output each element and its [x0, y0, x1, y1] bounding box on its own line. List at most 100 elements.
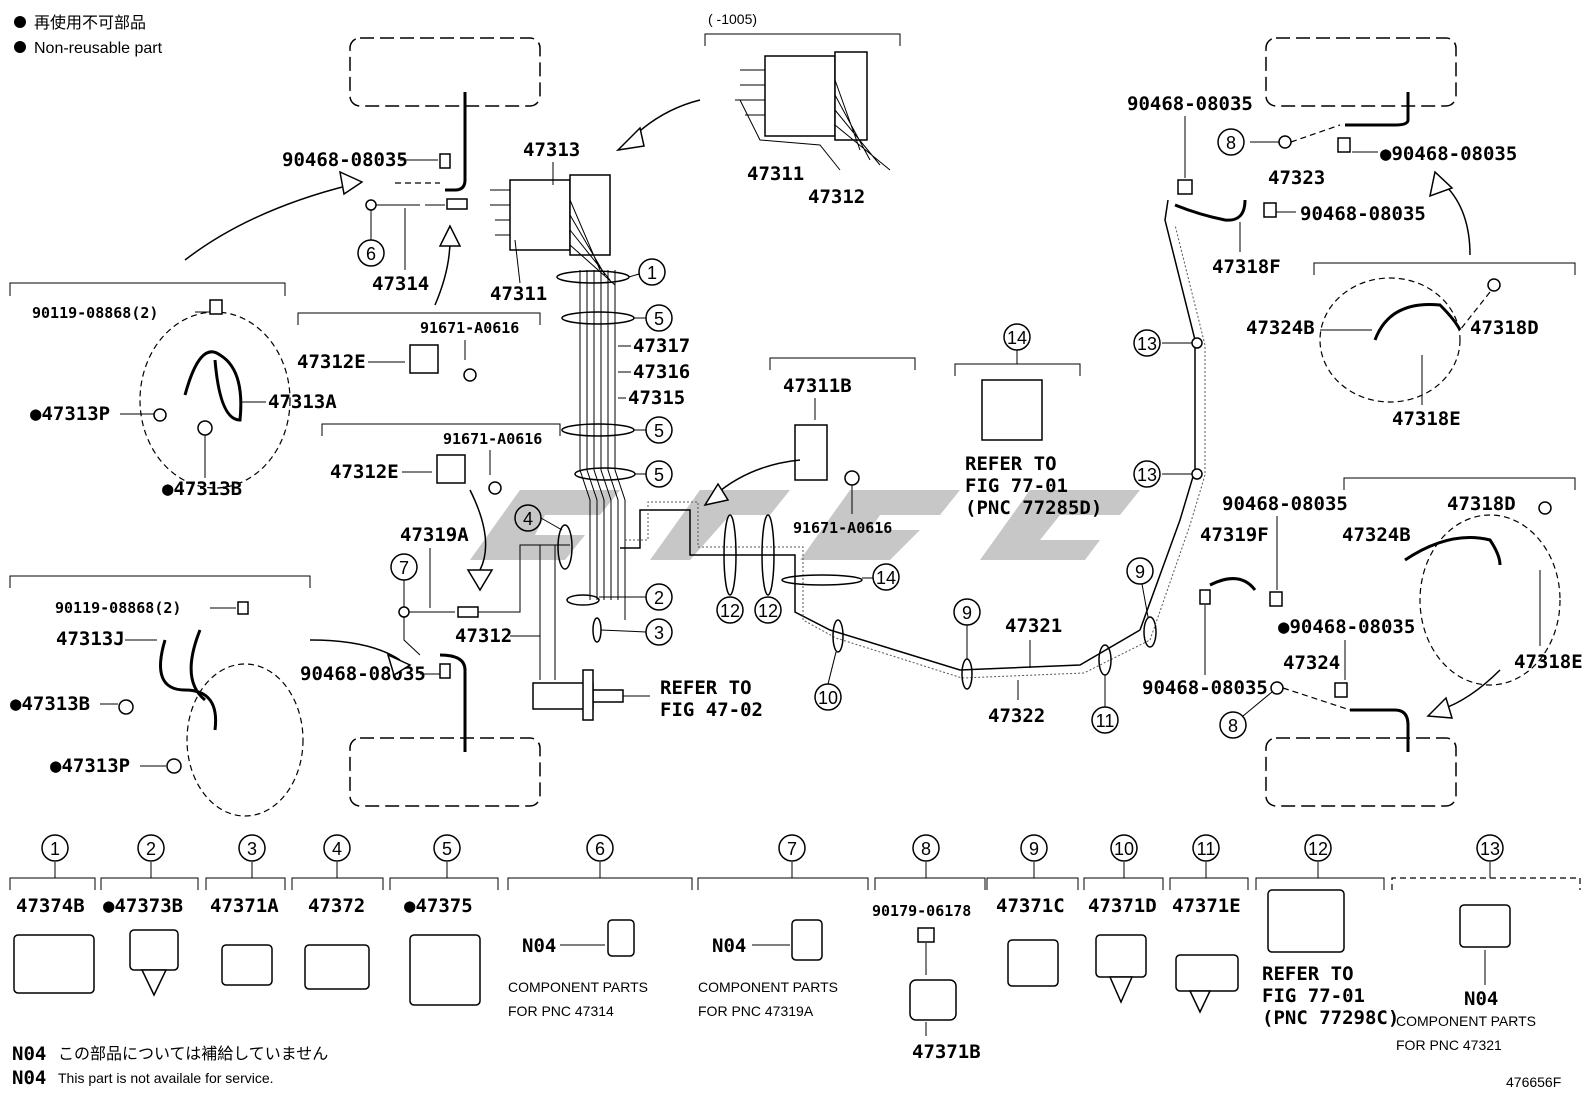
rear-right-tube: [1350, 708, 1410, 752]
bottom-pn-5: ●47375: [404, 895, 473, 917]
label-47313: 47313: [523, 139, 580, 161]
bottom-note-7b: FOR PNC 47319A: [698, 1003, 814, 1019]
callout-2: 2: [654, 588, 664, 608]
clamp-2: [566, 594, 600, 606]
bottom-callout-2: 2: [146, 839, 156, 859]
callout-13a: 13: [1137, 334, 1157, 354]
bottom-pn-10: 47371D: [1088, 895, 1157, 917]
footer: N04 この部品については補給していません N04 This part is n…: [12, 1043, 1561, 1090]
label-47313P-b: ●47313P: [50, 755, 130, 777]
label-90468-rr-a: 90468-08035: [1222, 493, 1348, 515]
clip-47375-drawing: [409, 934, 481, 1006]
label-47313B-b: ●47313B: [10, 693, 90, 715]
clamp-12a: [723, 514, 737, 596]
bottom-note-13a: COMPONENT PARTS: [1396, 1013, 1536, 1029]
bottom-note-12b: (PNC 77298C): [1262, 1007, 1399, 1029]
nut-90179-drawing: [917, 927, 935, 943]
front-left-tube: [445, 92, 467, 192]
hose-detail-ring-c: [1319, 277, 1461, 403]
legend-jp: 再使用不可部品: [34, 14, 146, 32]
bottom-callout-6: 6: [595, 839, 605, 859]
callout-13b-node: [1191, 468, 1203, 480]
callout-4: 4: [523, 509, 533, 529]
bottom-callout-11: 11: [1197, 839, 1216, 859]
hose-detail-ring-b: [186, 663, 304, 817]
label-47313B-a: ●47313B: [162, 478, 242, 500]
callout-14: 14: [876, 568, 896, 588]
clip-47319A-comp-drawing: [791, 919, 823, 961]
clamp-14-detail: [981, 379, 1043, 441]
callout-7-node: [398, 606, 410, 618]
bottom-note-7a: COMPONENT PARTS: [698, 979, 838, 995]
label-47312E-b: 47312E: [330, 461, 399, 483]
label-47316: 47316: [633, 361, 690, 383]
label-47313J: 47313J: [56, 628, 125, 650]
bottom-callout-12: 12: [1308, 839, 1328, 859]
master-cylinder: [532, 669, 650, 721]
refer-77-01a-line3: (PNC 77285D): [965, 497, 1102, 519]
label-90119-b: 90119-08868(2): [55, 599, 181, 617]
refer-fig-47-02-line1: REFER TO: [660, 677, 752, 699]
callout-12b: 12: [758, 601, 778, 621]
callout-8a: 8: [1226, 133, 1236, 153]
clamp-1: [556, 270, 630, 284]
label-47318E-b: 47318E: [1514, 651, 1583, 673]
label-47315: 47315: [628, 387, 685, 409]
label-90119-a: 90119-08868(2): [32, 304, 158, 322]
clip-47371A-drawing: [221, 944, 273, 986]
bullet-icon: [14, 41, 26, 53]
clamp-5a: [561, 311, 635, 325]
label-47318F: 47318F: [1212, 256, 1281, 278]
abs-actuator-inset: [735, 51, 891, 171]
clamp-5c: [574, 467, 636, 481]
clip-47371C-drawing: [1007, 939, 1059, 987]
bottom-callout-10: 10: [1114, 839, 1134, 859]
label-90468-fr-b: ●90468-08035: [1380, 143, 1517, 165]
clamp-9: [961, 658, 973, 690]
bottom-pn-2: ●47373B: [103, 895, 183, 917]
bottom-callout-7: 7: [787, 839, 797, 859]
clamp-10: [832, 619, 844, 653]
clip-47371D-drawing: [1095, 934, 1147, 978]
callout-6: 6: [366, 244, 376, 264]
label-47321: 47321: [1005, 615, 1062, 637]
callout-5c: 5: [654, 465, 664, 485]
clamp-5b: [561, 423, 635, 437]
callout-6-node: [365, 199, 377, 211]
brake-line-bundle: [579, 270, 626, 620]
bottom-pn-11: 47371E: [1172, 895, 1241, 917]
front-right-tube: [1345, 92, 1410, 127]
refer-fig-47-02-line2: FIG 47-02: [660, 699, 763, 721]
footer-n04-en-text: This part is not availale for service.: [58, 1070, 274, 1086]
clip-47371E-drawing: [1175, 954, 1239, 992]
bottom-callout-1: 1: [50, 839, 60, 859]
bottom-callout-5: 5: [442, 839, 452, 859]
callout-10: 10: [818, 688, 838, 708]
label-47312: 47312: [455, 625, 512, 647]
label-47318D-b: 47318D: [1447, 493, 1516, 515]
wheel-area-box-rear-left: [349, 737, 541, 807]
footer-n04-jp-code: N04: [12, 1043, 46, 1065]
label-47311-main: 47311: [490, 283, 547, 305]
label-90468-fr-a: 90468-08035: [1127, 93, 1253, 115]
clip-47373B-drawing: [129, 929, 179, 971]
main-brake-line: [620, 501, 1151, 679]
abs-actuator-main: [490, 174, 616, 286]
bottom-pn-8: 90179-06178: [872, 902, 971, 920]
bottom-callout-13: 13: [1480, 839, 1500, 859]
clip-47314-comp-drawing: [607, 919, 635, 957]
clamp-12b: [761, 514, 775, 596]
bottom-note-13b: FOR PNC 47321: [1396, 1037, 1502, 1053]
rear-left-tube: [439, 653, 467, 752]
clip-47321-comp-drawing: [1459, 904, 1511, 948]
clamp-47371B-drawing: [909, 979, 957, 1021]
label-47311-inset: 47311: [747, 163, 804, 185]
callout-9a: 9: [962, 603, 972, 623]
label-91671-c: 91671-A0616: [793, 519, 892, 537]
clip-47374B-drawing: [13, 934, 95, 994]
bottom-pn-3: 47371A: [210, 895, 279, 917]
callout-11: 11: [1096, 711, 1115, 731]
label-90468-rr-c: ●90468-08035: [1278, 616, 1415, 638]
footer-n04-jp-text: この部品については補給していません: [58, 1045, 328, 1063]
